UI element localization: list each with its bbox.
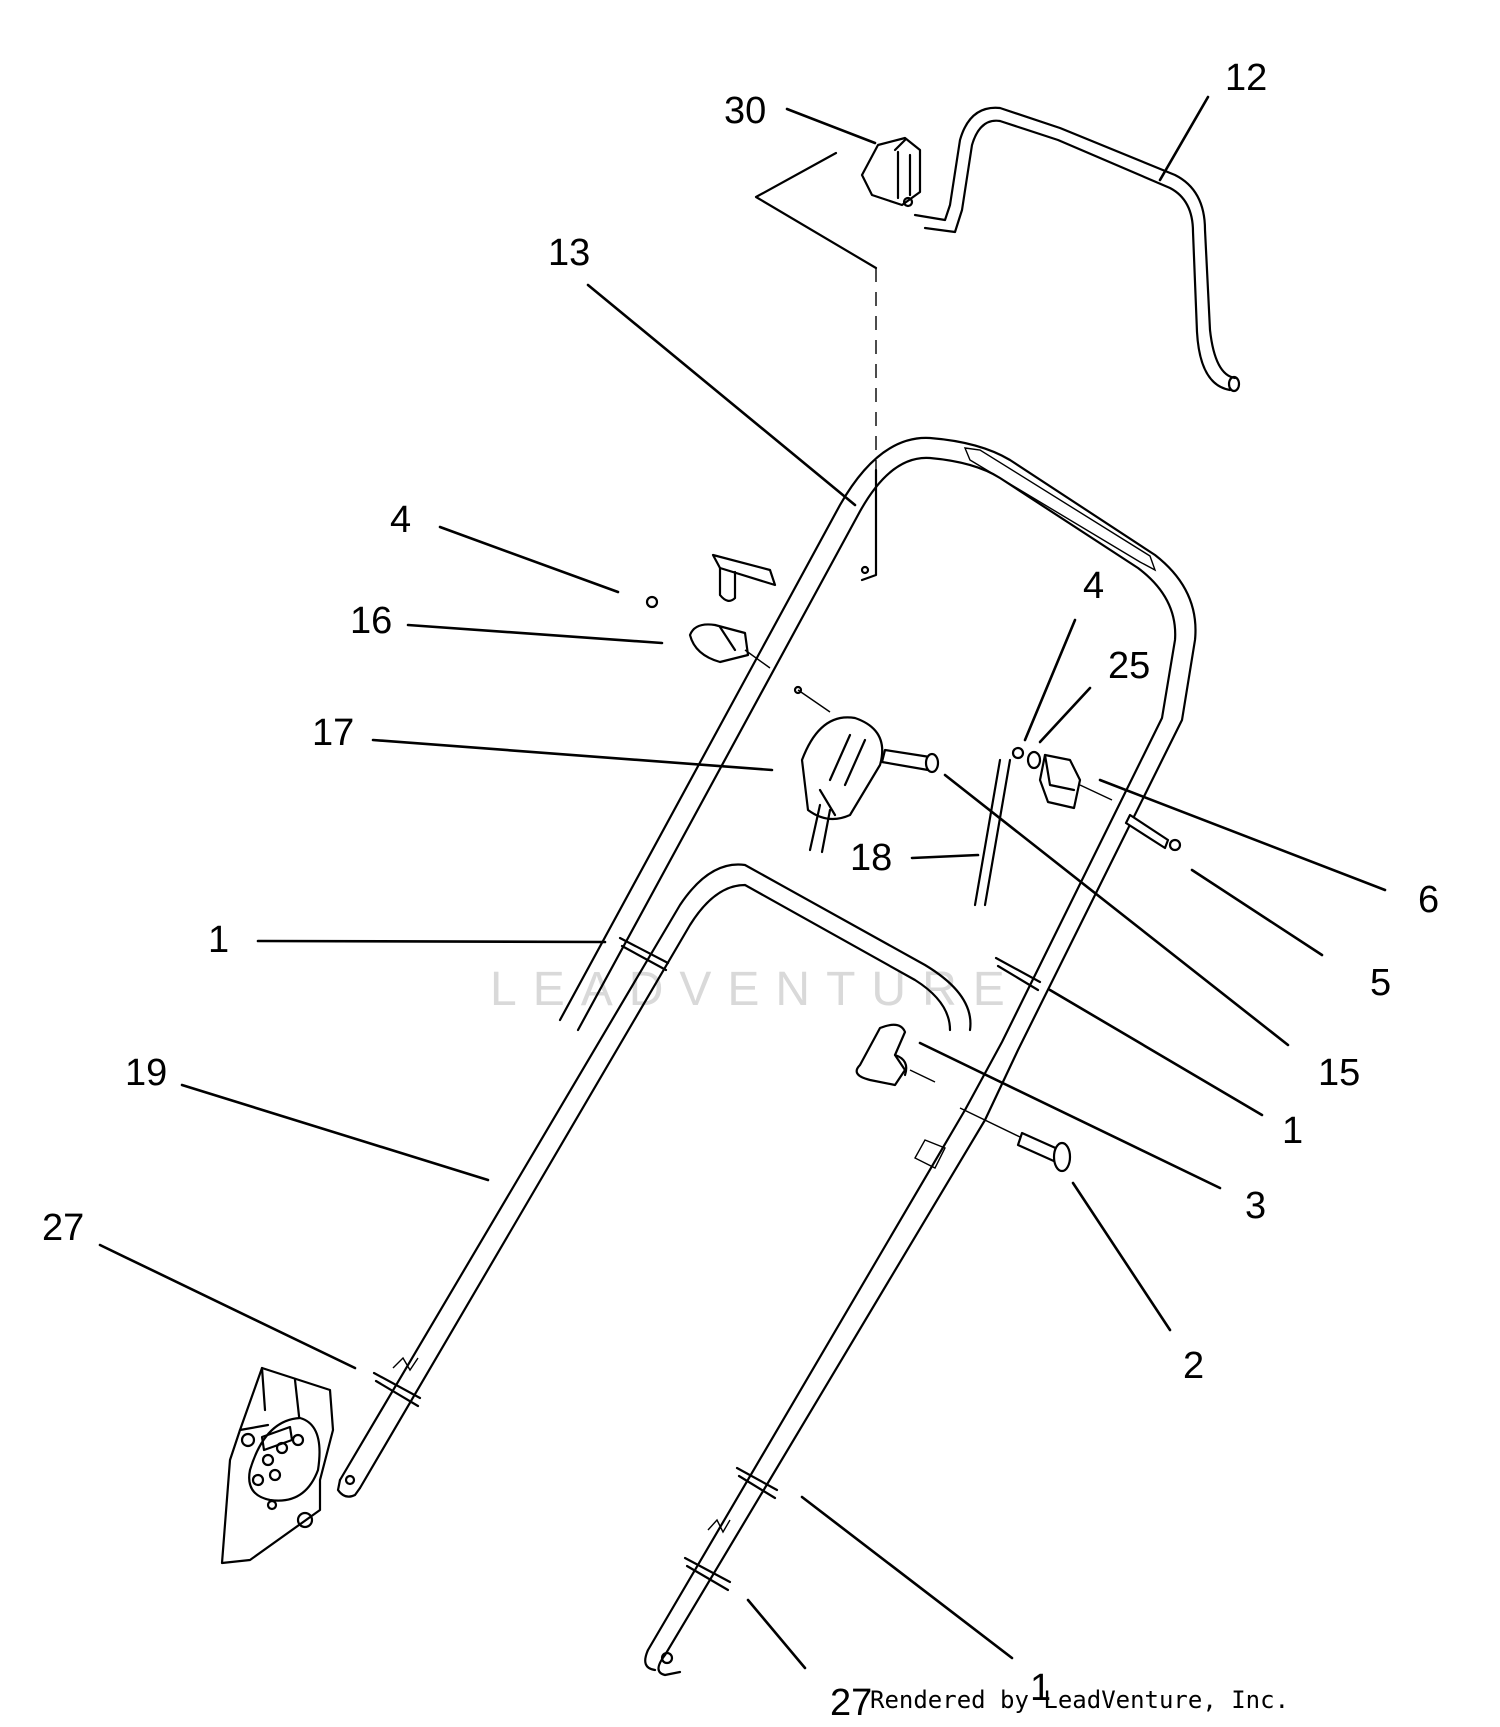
callout-25: 25 xyxy=(1108,645,1150,687)
watermark-text: LEADVENTURE xyxy=(490,963,1021,1016)
credit-text: Rendered by LeadVenture, Inc. xyxy=(870,1686,1290,1714)
callout-12: 12 xyxy=(1225,57,1267,99)
washer-1b xyxy=(994,956,1042,992)
part-15-bolt xyxy=(880,748,940,774)
callout-5: 5 xyxy=(1370,962,1391,1004)
part-25-washer xyxy=(1026,750,1042,770)
washer-27a xyxy=(372,1371,422,1408)
callout-16: 16 xyxy=(350,600,392,642)
right-lower-tube xyxy=(644,1108,987,1677)
callout-2: 2 xyxy=(1183,1345,1204,1387)
callout-3: 3 xyxy=(1245,1185,1266,1227)
callout-30: 30 xyxy=(724,90,766,132)
part-12-bail xyxy=(913,106,1241,393)
callout-19: 19 xyxy=(125,1052,167,1094)
callout-18: 18 xyxy=(850,837,892,879)
callout-labels: 30 12 13 4 16 17 4 25 18 6 1 5 15 19 1 3… xyxy=(42,57,1439,1724)
callout-27-left: 27 xyxy=(42,1207,84,1249)
washer-1c xyxy=(735,1466,779,1500)
part-18-cable xyxy=(973,758,1012,907)
part-5-screw xyxy=(1124,813,1182,852)
mounting-bracket xyxy=(220,1366,335,1565)
washer-27b xyxy=(683,1556,732,1592)
part-13-upper-handle xyxy=(558,436,1197,1122)
part-13-decal xyxy=(754,151,878,582)
part-4-nut-b xyxy=(1011,746,1025,760)
callout-15: 15 xyxy=(1318,1052,1360,1094)
part-16-holder xyxy=(645,553,777,669)
callout-13: 13 xyxy=(548,232,590,274)
callout-6: 6 xyxy=(1418,879,1439,921)
washer-1a xyxy=(618,936,670,972)
part-30-connector xyxy=(860,136,922,208)
callout-4-left: 4 xyxy=(390,499,411,541)
part-3-knob xyxy=(855,1023,936,1087)
part-17-cable-guide xyxy=(797,689,884,854)
callout-4-right: 4 xyxy=(1083,565,1104,607)
callout-1-left: 1 xyxy=(208,919,229,961)
part-2-bolt xyxy=(959,1107,1072,1173)
part-6-clamp xyxy=(1038,753,1113,810)
callout-1-bottom: 1 xyxy=(1030,1667,1051,1709)
part-19-lower-handle xyxy=(336,863,972,1498)
callout-1-right: 1 xyxy=(1282,1110,1303,1152)
leader-lines xyxy=(98,95,1387,1670)
callout-27-bottom: 27 xyxy=(830,1682,872,1724)
callout-17: 17 xyxy=(312,712,354,754)
